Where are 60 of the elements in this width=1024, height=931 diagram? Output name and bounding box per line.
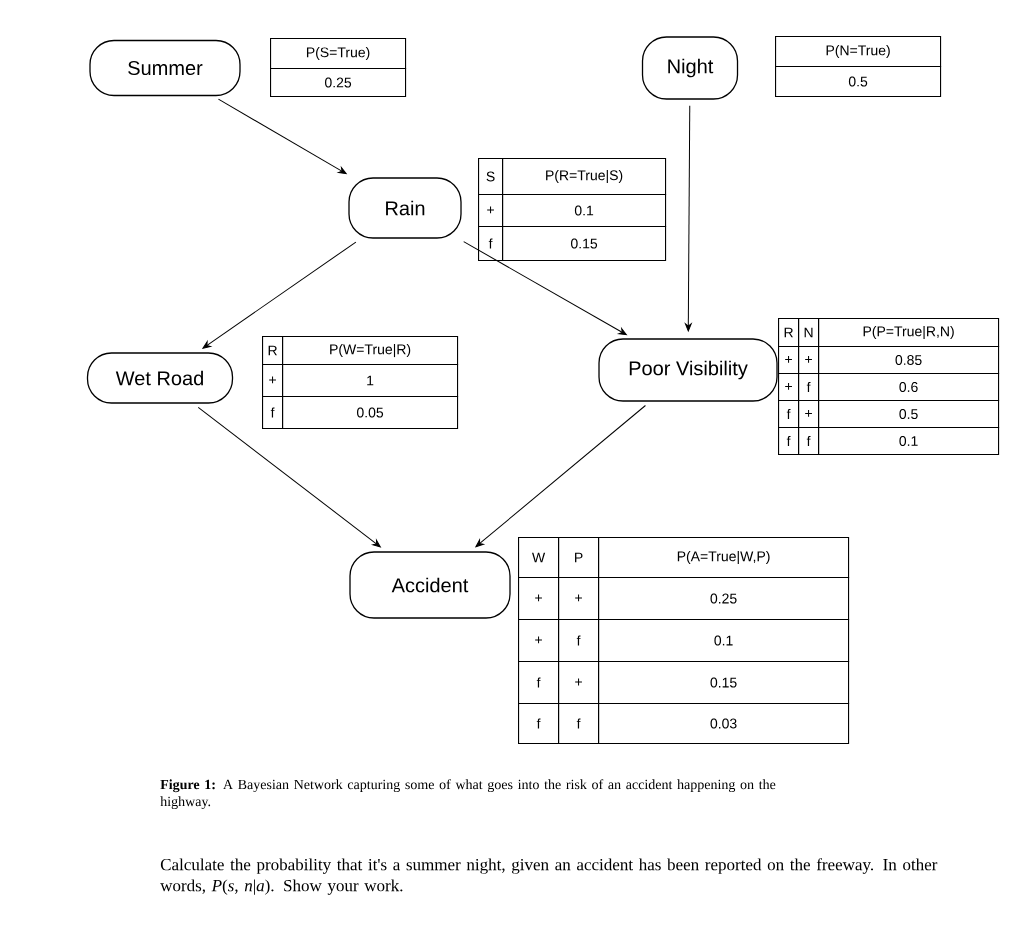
table-cell: 0.1 [598, 619, 850, 663]
node-bubble: Poor Visibility [598, 338, 778, 402]
table-cell: f [778, 427, 800, 456]
table-cell: 0.1 [818, 427, 1000, 456]
table-cell: S [478, 158, 504, 196]
arrow [463, 241, 627, 336]
table-cell: 0.05 [282, 396, 459, 430]
table-cell: P(R=True|S) [502, 158, 667, 196]
table-cell: + [798, 346, 820, 375]
node-bubble: Rain [348, 177, 462, 239]
arrow [202, 241, 357, 349]
node-bubble: Wet Road [86, 352, 234, 404]
figure-caption: Figure 1: A Bayesian Network capturing some of what goes into the risk of an accident happening on the highway. [160, 779, 776, 810]
table-cell: 0.5 [775, 66, 942, 98]
table-cell: f [518, 661, 560, 705]
table-cell: + [778, 373, 800, 402]
table-cell: 0.6 [818, 373, 1000, 402]
table-cell: + [262, 364, 284, 398]
table-cell: 0.03 [598, 703, 850, 745]
table-cell: f [778, 400, 800, 429]
table-cell: 0.15 [502, 226, 667, 262]
table-cell: f [518, 703, 560, 745]
table-cell: + [558, 577, 600, 621]
table-cell: f [262, 396, 284, 430]
table-cell: P(W=True|R) [282, 336, 459, 366]
table-cell: 0.85 [818, 346, 1000, 375]
table-cell: P [558, 537, 600, 579]
table-cell: f [478, 226, 504, 262]
table-cell: 0.1 [502, 194, 667, 228]
node-bubble: Night [641, 36, 739, 100]
table-cell: 0.25 [270, 68, 407, 98]
table-cell: + [558, 661, 600, 705]
table-cell: R [778, 318, 800, 348]
table-cell: + [478, 194, 504, 228]
table-cell: P(S=True) [270, 38, 407, 70]
table-cell: 1 [282, 364, 459, 398]
arrow [684, 105, 692, 332]
table-cell: f [558, 703, 600, 745]
arrow [217, 98, 347, 175]
arrow [475, 405, 646, 548]
table-cell: 0.25 [598, 577, 850, 621]
table-cell: P(P=True|R,N) [818, 318, 1000, 348]
arrow [197, 406, 381, 548]
table-cell: W [518, 537, 560, 579]
table-cell: + [778, 346, 800, 375]
table-cell: 0.5 [818, 400, 1000, 429]
table-cell: + [518, 619, 560, 663]
table-cell: R [262, 336, 284, 366]
table-cell: + [798, 400, 820, 429]
table-cell: f [798, 427, 820, 456]
table-cell: + [518, 577, 560, 621]
table-cell: f [558, 619, 600, 663]
table-cell: N [798, 318, 820, 348]
table-cell: 0.15 [598, 661, 850, 705]
table-cell: f [798, 373, 820, 402]
node-bubble: Accident [349, 551, 511, 619]
node-bubble: Summer [89, 39, 241, 97]
question-text: Calculate the probability that it's a summer night, given an accident has been reported on the freeway. In other words, P(s, n|a). Show your work. [160, 858, 938, 895]
table-cell: P(A=True|W,P) [598, 537, 850, 579]
table-cell: P(N=True) [775, 36, 942, 68]
